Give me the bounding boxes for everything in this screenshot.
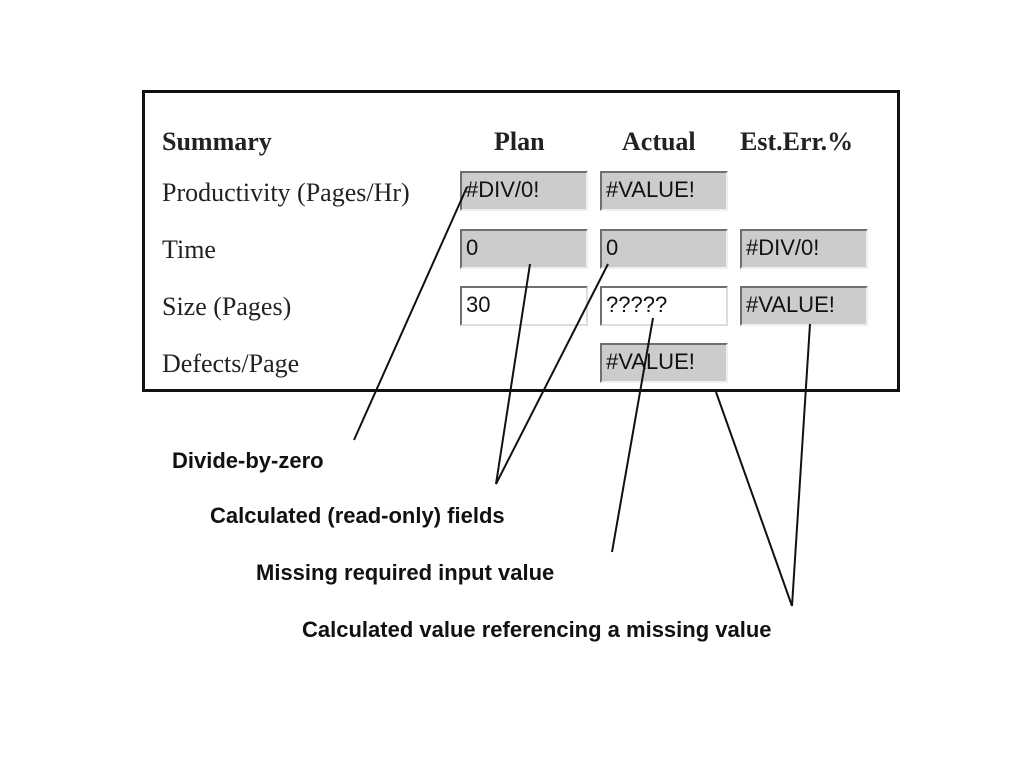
row-label-time: Time (162, 235, 216, 264)
row-label-size: Size (Pages) (162, 292, 292, 321)
leader-calculated-actual (495, 263, 609, 485)
size-error-field: #VALUE! (740, 286, 868, 326)
row-label-defects: Defects/Page (162, 349, 300, 378)
defects-actual-field: #VALUE! (600, 343, 728, 383)
time-actual-field: 0 (600, 229, 728, 269)
leader-missing-ref-size (791, 323, 811, 607)
row-label-productivity: Productivity (Pages/Hr) (162, 178, 410, 207)
annotation-missing-input: Missing required input value (256, 560, 555, 585)
header-est-err: Est.Err.% (740, 127, 854, 156)
leader-calculated-plan (495, 263, 531, 485)
header-plan: Plan (494, 127, 545, 156)
header-actual: Actual (622, 127, 696, 156)
productivity-actual-field: #VALUE! (600, 171, 728, 211)
size-actual-input[interactable]: ????? (600, 286, 728, 326)
annotation-missing-reference: Calculated value referencing a missing v… (302, 617, 772, 642)
leader-missing-ref-defects (715, 391, 793, 607)
annotation-calculated-fields: Calculated (read-only) fields (210, 503, 505, 528)
productivity-plan-field: #DIV/0! (460, 171, 588, 211)
time-plan-field: 0 (460, 229, 588, 269)
leader-divide-by-zero (353, 186, 468, 441)
leader-missing-input (611, 317, 654, 553)
header-summary: Summary (162, 127, 272, 156)
annotation-divide-by-zero: Divide-by-zero (172, 448, 324, 473)
time-error-field: #DIV/0! (740, 229, 868, 269)
